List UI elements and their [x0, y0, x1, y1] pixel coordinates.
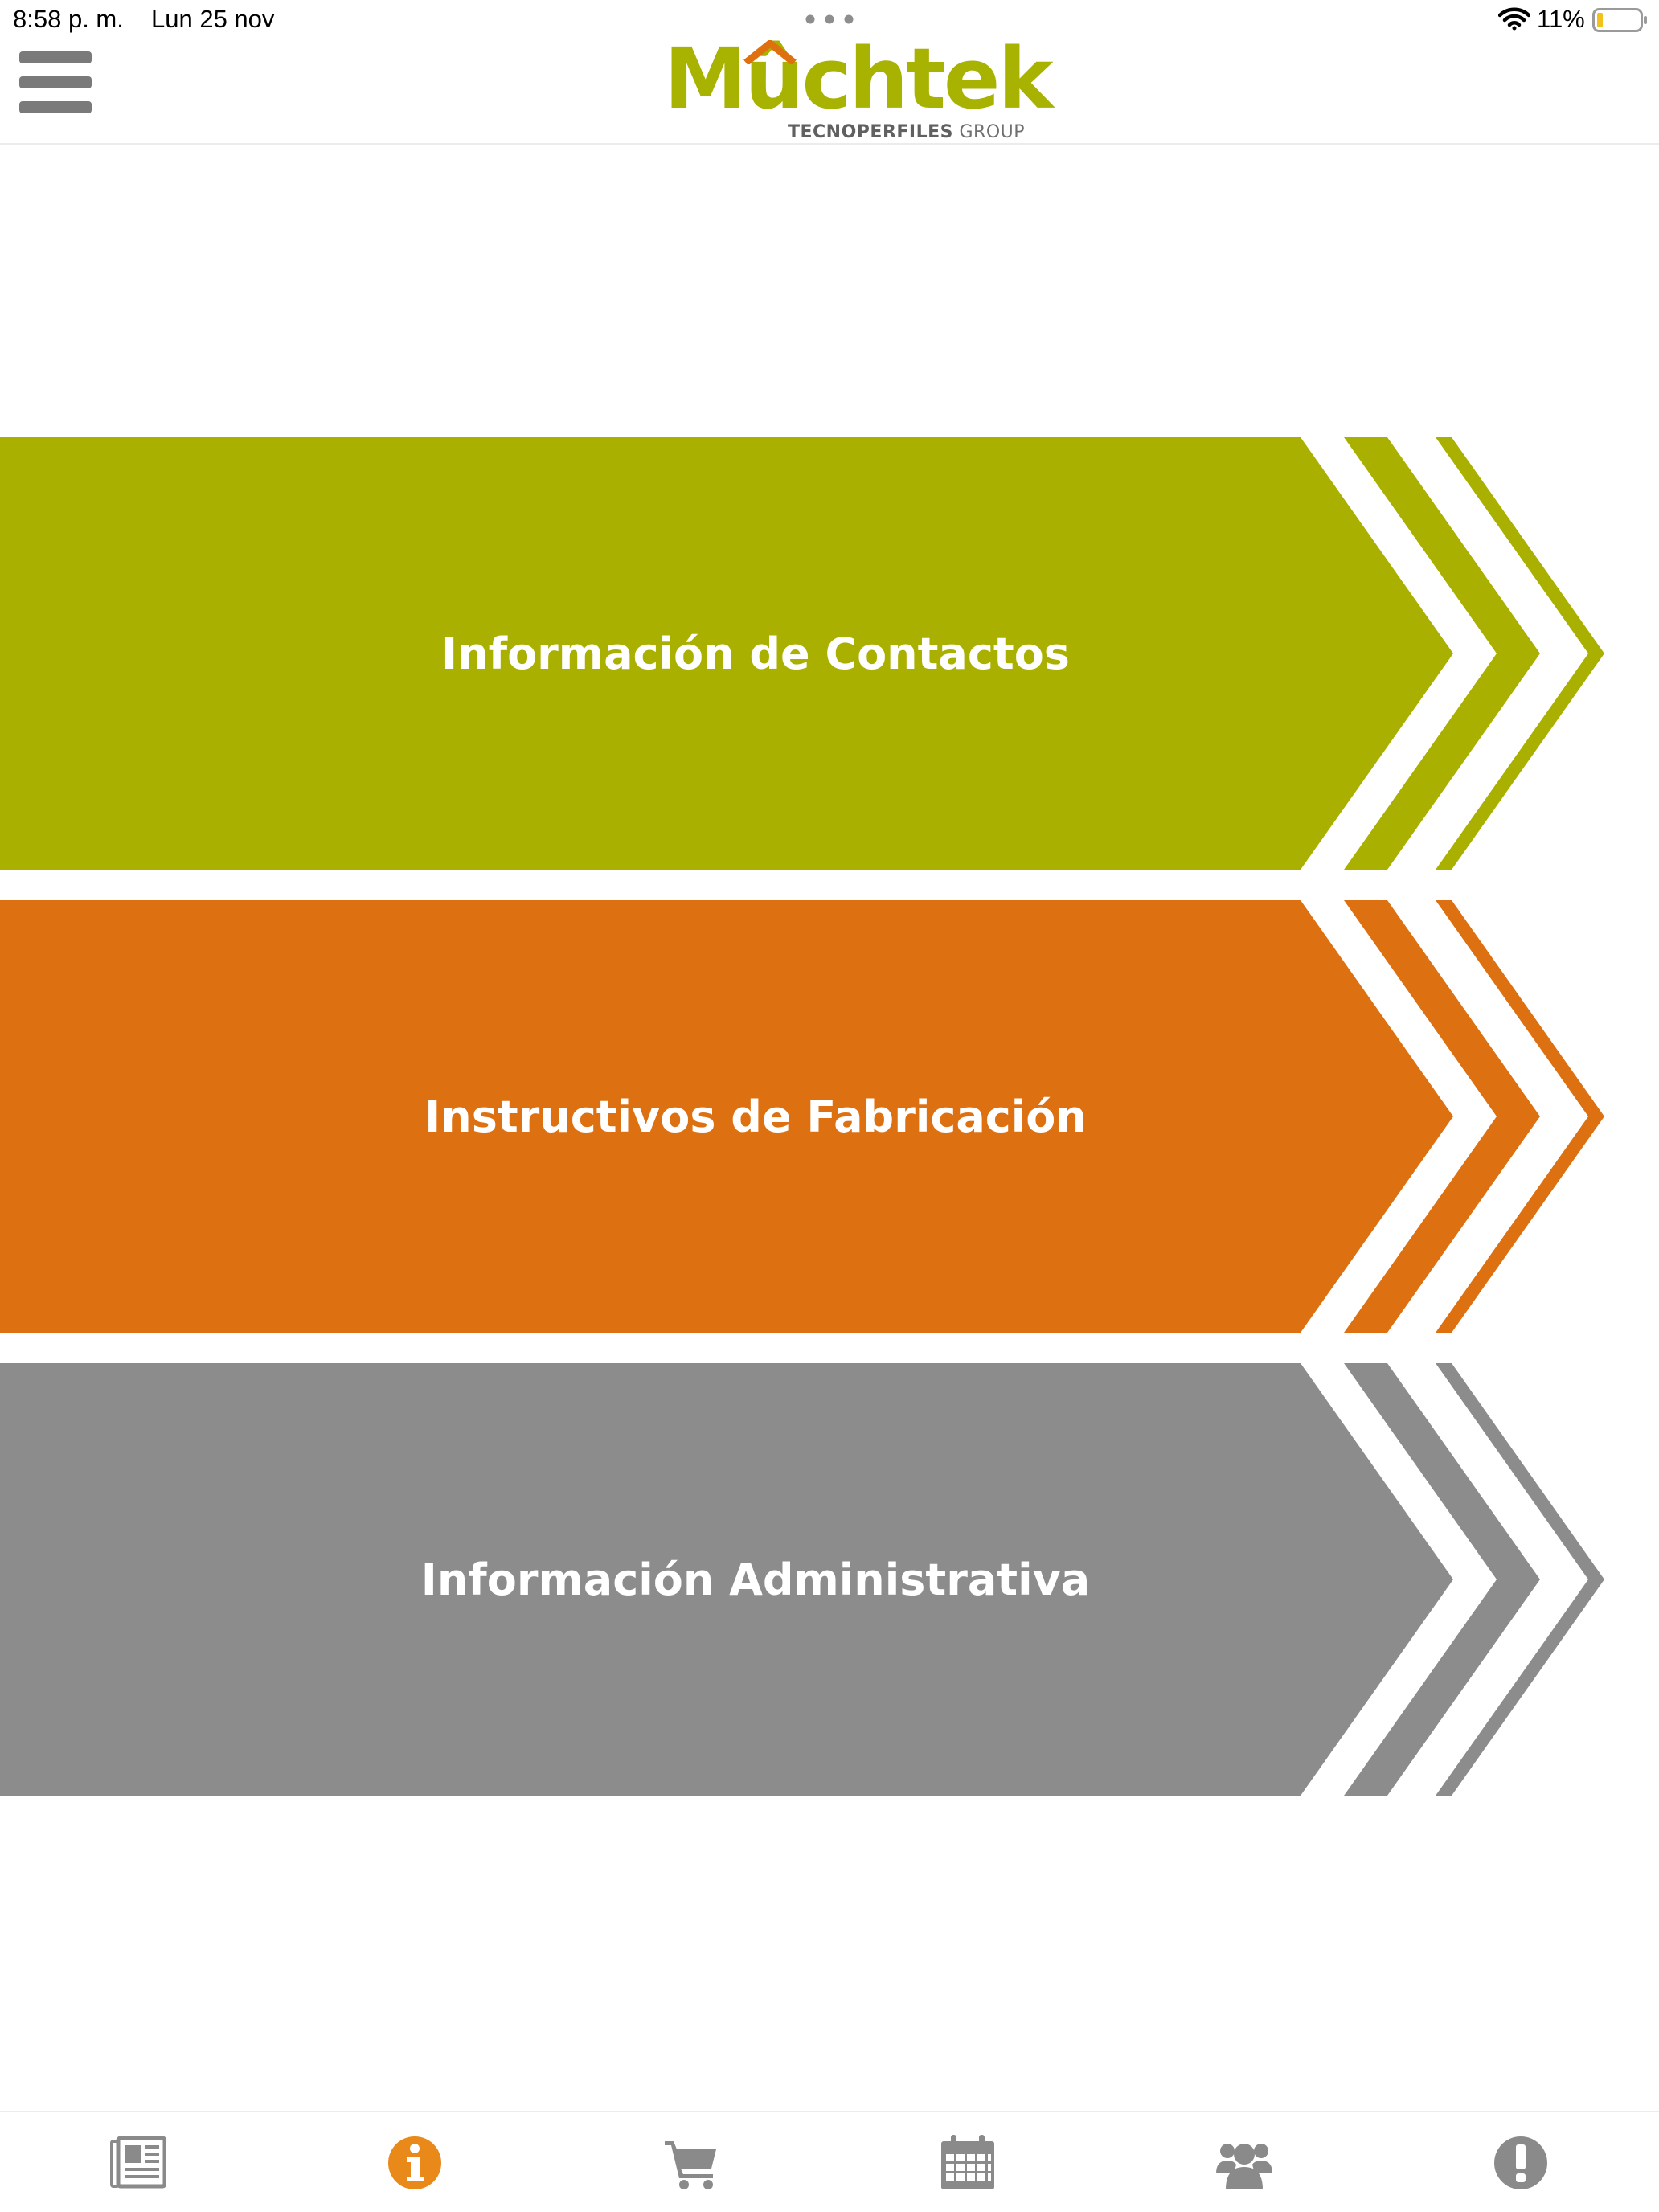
logo-subtitle-bold: TECNOPERFILES	[788, 122, 953, 142]
banner-informacion-administrativa[interactable]: Información Administrativa	[0, 1360, 1608, 1799]
app-header: Mûchtek TECNOPERFILES GROUP	[0, 37, 1659, 145]
hamburger-icon-bar	[19, 101, 92, 113]
multitask-dots-icon[interactable]	[805, 14, 854, 24]
status-bar: 8:58 p. m. Lun 25 nov 11%	[0, 0, 1659, 39]
newspaper-icon	[110, 2136, 166, 2189]
tab-info[interactable]	[276, 2112, 553, 2212]
logo-wordmark: Mûchtek	[664, 30, 1054, 128]
logo-roof-icon	[743, 40, 797, 64]
battery-icon	[1592, 8, 1647, 32]
battery-percentage: 11%	[1537, 5, 1585, 33]
bottom-tab-bar	[0, 2111, 1659, 2212]
tab-calendar[interactable]	[830, 2112, 1106, 2212]
status-date: Lun 25 nov	[151, 5, 275, 33]
logo-subtitle-rest: GROUP	[953, 122, 1026, 142]
users-icon	[1216, 2144, 1272, 2189]
hamburger-icon	[19, 51, 92, 63]
banner-label: Instructivos de Fabricación	[424, 1091, 1087, 1142]
wifi-icon	[1498, 7, 1530, 31]
alert-icon	[1494, 2136, 1547, 2189]
tab-users[interactable]	[1106, 2112, 1382, 2212]
hamburger-icon-bar	[19, 76, 92, 88]
tab-news[interactable]	[0, 2112, 276, 2212]
chevron-arrow-icon	[0, 437, 1604, 870]
tab-cart[interactable]	[553, 2112, 830, 2212]
banner-informacion-contactos[interactable]: Información de Contactos	[0, 434, 1608, 873]
banner-label: Información de Contactos	[441, 628, 1070, 679]
banner-label: Información Administrativa	[420, 1554, 1091, 1605]
calendar-icon	[941, 2135, 994, 2189]
logo-subtitle: TECNOPERFILES GROUP	[788, 122, 1025, 142]
chevron-arrow-icon	[0, 900, 1604, 1333]
status-time: 8:58 p. m.	[13, 5, 124, 33]
hamburger-menu-button[interactable]	[19, 51, 92, 114]
chevron-arrow-icon	[0, 1363, 1604, 1796]
cart-icon	[665, 2141, 716, 2189]
banner-instructivos-fabricacion[interactable]: Instructivos de Fabricación	[0, 897, 1608, 1336]
tab-alerts[interactable]	[1382, 2112, 1659, 2212]
muchtek-logo: Mûchtek TECNOPERFILES GROUP	[664, 37, 1054, 145]
info-icon	[388, 2136, 441, 2189]
